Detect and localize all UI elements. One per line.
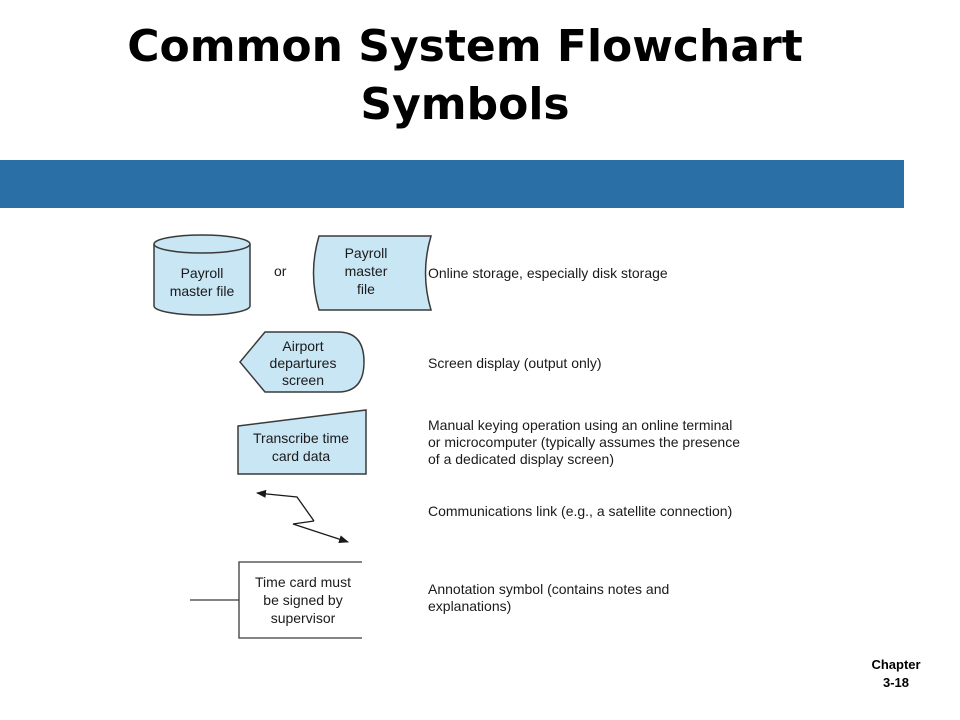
or-label: or bbox=[274, 263, 287, 279]
manual-input-description-line-3: of a dedicated display screen) bbox=[428, 451, 614, 467]
annotation-description-line-2: explanations) bbox=[428, 598, 511, 614]
annotation-label-line-2: be signed by bbox=[263, 592, 342, 608]
annotation-description-line-1: Annotation symbol (contains notes and bbox=[428, 581, 669, 597]
slide-title-line-1: Common System Flowchart bbox=[127, 21, 803, 72]
communications-link-description: Communications link (e.g., a satellite c… bbox=[428, 503, 732, 519]
drum-label-line-2: master bbox=[345, 263, 388, 279]
cylinder-label-line-2: master file bbox=[170, 283, 235, 299]
drum-label-line-1: Payroll bbox=[345, 245, 388, 261]
storage-description: Online storage, especially disk storage bbox=[428, 265, 668, 281]
display-description: Screen display (output only) bbox=[428, 355, 602, 371]
slide-title: Common System Flowchart Symbols bbox=[0, 18, 930, 134]
annotation-label-line-3: supervisor bbox=[271, 610, 336, 626]
slide-title-line-2: Symbols bbox=[360, 79, 570, 130]
manual-input-label-line-2: card data bbox=[272, 448, 331, 464]
title-band bbox=[0, 160, 904, 208]
drum-label-line-3: file bbox=[357, 281, 375, 297]
manual-input-symbol: Transcribe time card data bbox=[237, 409, 367, 475]
chapter-footer: Chapter 3-18 bbox=[856, 656, 936, 692]
display-label-line-3: screen bbox=[282, 372, 324, 388]
display-symbol: Airport departures screen bbox=[239, 331, 365, 393]
cylinder-label-line-1: Payroll bbox=[181, 265, 224, 281]
manual-input-description-line-1: Manual keying operation using an online … bbox=[428, 417, 732, 433]
manual-input-description-line-2: or microcomputer (typically assumes the … bbox=[428, 434, 740, 450]
display-label-line-2: departures bbox=[270, 355, 337, 371]
display-label-line-1: Airport bbox=[282, 338, 323, 354]
online-storage-drum-symbol: Payroll master file bbox=[312, 235, 433, 311]
annotation-symbol: Time card must be signed by supervisor bbox=[190, 561, 362, 639]
annotation-label-line-1: Time card must bbox=[255, 574, 351, 590]
disk-storage-cylinder-symbol: Payroll master file bbox=[153, 234, 251, 316]
communications-link-symbol bbox=[256, 489, 349, 544]
manual-input-label-line-1: Transcribe time bbox=[253, 430, 349, 446]
page-number: 3-18 bbox=[882, 675, 910, 690]
chapter-label: Chapter bbox=[871, 657, 921, 672]
